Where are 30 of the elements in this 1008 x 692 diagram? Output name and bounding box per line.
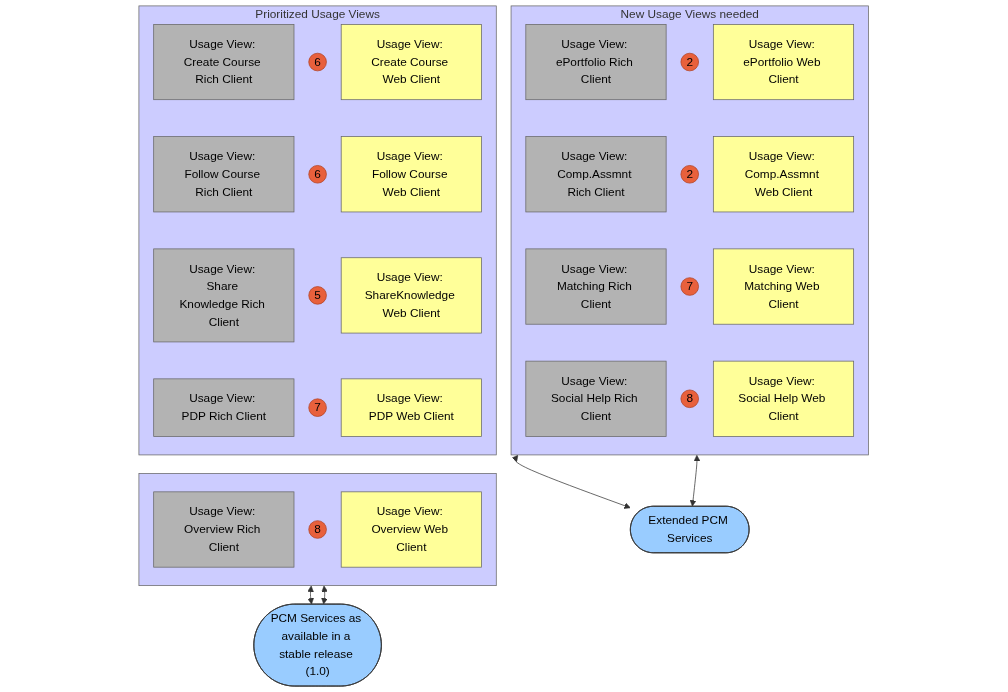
cluster [138,473,497,586]
arrow [307,585,315,605]
node-circle: 8 [680,389,700,408]
node-box: Usage View: ePortfolio Rich Client [525,24,667,101]
node-box: Usage View: Comp.Assmnt Rich Client [525,136,667,213]
node-circle: 8 [308,520,328,539]
node-circle: 6 [308,52,328,72]
node-box: Usage View: ePortfolio Web Client [713,24,855,101]
node-box: Usage View: Matching Web Client [713,248,855,325]
node-box: Usage View: Matching Rich Client [525,248,667,325]
node-box: Usage View: Share Knowledge Rich Client [153,248,295,343]
node-box: Usage View: Create Course Rich Client [153,24,295,101]
node-box: Usage View: Overview Rich Client [153,491,295,568]
arrow [321,585,329,605]
node-box: Usage View: Create Course Web Client [341,24,483,101]
node-box: Usage View: Overview Web Client [341,491,483,568]
node-box: Usage View: Follow Course Rich Client [153,136,295,213]
node-circle: 7 [680,277,700,296]
node-circle: 2 [680,165,700,184]
node-circle: 2 [680,52,700,72]
node-circle: 5 [308,286,328,305]
node-box: Usage View: ShareKnowledge Web Client [341,257,483,334]
node-box: Usage View: Comp.Assmnt Web Client [713,136,855,213]
node-circle: 7 [308,398,328,417]
node-box: Usage View: Follow Course Web Client [341,136,483,213]
node-box: Usage View: PDP Rich Client [153,378,295,437]
node-circle: 6 [308,165,328,184]
node-box: Usage View: Social Help Web Client [713,360,855,437]
node-box: Usage View: PDP Web Client [341,378,483,437]
node-box: Usage View: Social Help Rich Client [525,360,667,437]
